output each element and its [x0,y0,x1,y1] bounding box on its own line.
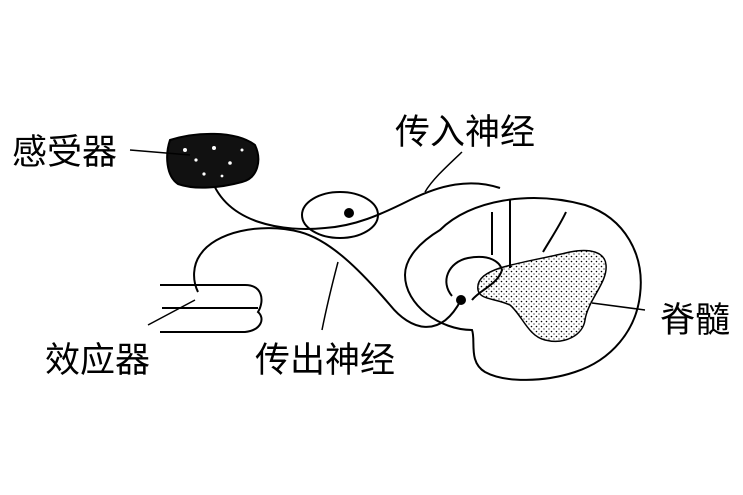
efferent-nerve-path [193,227,462,328]
leader-efferent [321,261,339,331]
dorsal-root-ganglion [301,191,379,239]
leader-spinal-cord [591,302,646,311]
spinal-cord-outline [403,197,642,381]
receptor-blob [166,132,260,189]
grey-matter [477,249,607,342]
leader-effector [147,299,196,326]
label-afferent-nerve: 传入神经 [395,113,535,153]
effector-shape [160,284,263,333]
leader-receptor [129,149,191,156]
afferent-nerve-path [209,174,501,230]
dorsal-horn-line [542,211,567,253]
leader-afferent [424,151,463,193]
interneuron-loop [445,256,504,301]
label-receptor: 感受器 [12,133,117,173]
label-effector: 效应器 [45,341,150,381]
ganglion-cell-body [344,208,354,218]
receptor-texture [183,146,244,178]
label-spinal-cord: 脊髓 [660,301,730,341]
label-efferent-nerve: 传出神经 [255,341,395,381]
